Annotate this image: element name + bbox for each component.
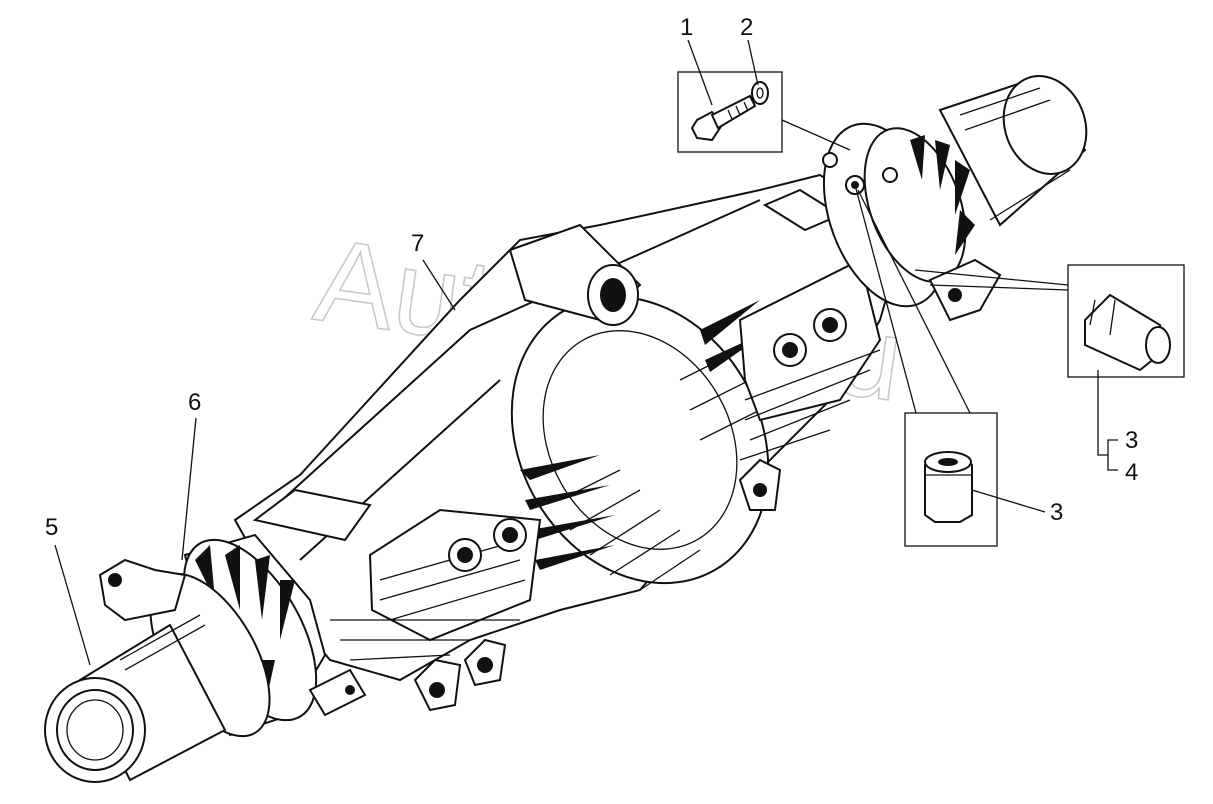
svg-text:7: 7 bbox=[411, 230, 424, 257]
callout-5: 5 bbox=[45, 514, 91, 666]
svg-text:3: 3 bbox=[1050, 499, 1063, 526]
svg-text:3: 3 bbox=[1125, 427, 1138, 454]
axle-housing bbox=[233, 173, 902, 712]
callout-6: 6 bbox=[181, 389, 201, 561]
svg-text:4: 4 bbox=[1125, 459, 1138, 486]
right-axle-tube bbox=[822, 75, 1088, 322]
callout-3-bracket: 3 4 bbox=[1097, 370, 1138, 486]
svg-text:1: 1 bbox=[680, 14, 693, 41]
svg-text:5: 5 bbox=[45, 514, 58, 541]
callout-3-center: 3 bbox=[971, 489, 1063, 526]
inset-nut-center bbox=[854, 184, 998, 547]
left-axle-tube bbox=[44, 533, 367, 783]
callout-1: 1 bbox=[680, 14, 713, 106]
inset-bolt-washer bbox=[677, 71, 851, 153]
svg-text:6: 6 bbox=[188, 389, 201, 416]
callout-7: 7 bbox=[411, 230, 456, 311]
svg-text:2: 2 bbox=[740, 14, 753, 41]
inset-plug-right bbox=[914, 264, 1185, 378]
callout-2: 2 bbox=[740, 14, 759, 86]
